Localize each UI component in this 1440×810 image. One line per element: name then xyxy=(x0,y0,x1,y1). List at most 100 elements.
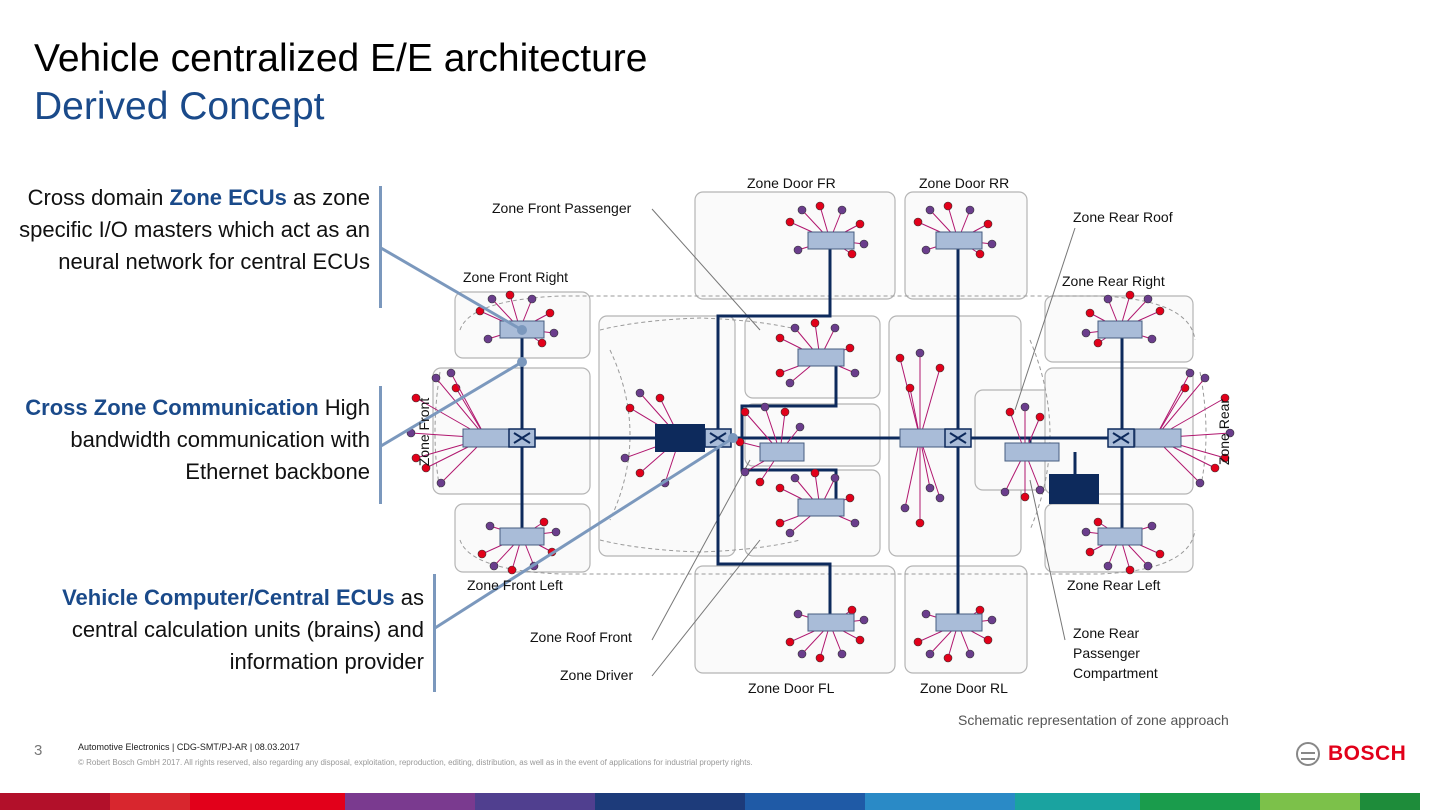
sensor-node xyxy=(620,453,630,463)
sensor-node xyxy=(815,653,825,663)
sensor-node xyxy=(845,493,855,503)
sensor-node xyxy=(905,383,915,393)
switch-icon xyxy=(949,432,967,444)
sensor-node xyxy=(935,363,945,373)
sensor-node xyxy=(1200,373,1210,383)
sensor-wire xyxy=(1154,377,1206,439)
diagram-caption: Schematic representation of zone approac… xyxy=(958,712,1229,728)
sensor-node xyxy=(785,528,795,538)
sensor-node xyxy=(740,467,750,477)
sensor-wire xyxy=(450,372,487,439)
callout-text: as central calculation units (brains) an… xyxy=(71,585,424,674)
sensor-node xyxy=(483,334,493,344)
label-zone-door-rr: Zone Door RR xyxy=(919,175,1010,191)
sensor-node xyxy=(925,483,935,493)
sensor-node xyxy=(915,518,925,528)
central-ecu xyxy=(1049,474,1099,504)
sensor-node xyxy=(549,328,559,338)
sensor-node xyxy=(965,205,975,215)
callout-line xyxy=(434,436,734,630)
sensor-node xyxy=(1155,306,1165,316)
sensor-node xyxy=(740,407,750,417)
sensor-node xyxy=(1103,294,1113,304)
sensor-node xyxy=(1081,328,1091,338)
callout-lines xyxy=(380,246,738,630)
sensor-node xyxy=(1093,338,1103,348)
zone-ecu xyxy=(935,613,983,632)
sensor-node xyxy=(1093,517,1103,527)
label-zone-rear-passenger: Zone Rear Passenger Compartment xyxy=(1073,625,1158,681)
sensor-node xyxy=(1220,393,1230,403)
zone-box xyxy=(694,191,896,300)
bosch-wordmark: BOSCH xyxy=(1328,742,1407,765)
sensor-node xyxy=(527,294,537,304)
sensor-node xyxy=(655,393,665,403)
central-vehicle-computer xyxy=(655,424,705,452)
sensor-node xyxy=(431,373,441,383)
label-zone-roof-front: Zone Roof Front xyxy=(530,629,632,645)
callout-emphasis: Cross Zone Communication xyxy=(25,395,319,420)
zone-ecu xyxy=(1097,527,1143,546)
callout-bar xyxy=(379,186,382,308)
label-zone-front-passenger: Zone Front Passenger xyxy=(492,200,632,216)
sensor-node xyxy=(1085,547,1095,557)
bosch-logo: BOSCH xyxy=(1296,742,1406,766)
sensor-node xyxy=(859,615,869,625)
sensor-node xyxy=(625,403,635,413)
zone-ecu xyxy=(1097,320,1143,339)
sensor-node xyxy=(780,407,790,417)
zone-ecu xyxy=(797,348,845,367)
sensor-node xyxy=(477,549,487,559)
sensor-node xyxy=(847,249,857,259)
sensor-node xyxy=(1143,561,1153,571)
sensor-node xyxy=(436,478,446,488)
label-zone-door-rl: Zone Door RL xyxy=(920,680,1008,696)
zone-ecu xyxy=(807,613,855,632)
zone-ecu xyxy=(499,527,545,546)
sensor-node xyxy=(1081,527,1091,537)
callout-endpoint xyxy=(517,325,527,335)
page-title: Vehicle centralized E/E architecture xyxy=(34,37,648,80)
sensor-node xyxy=(975,249,985,259)
sensor-node xyxy=(793,609,803,619)
sensor-node xyxy=(1195,478,1205,488)
footer-copyright: © Robert Bosch GmbH 2017. All rights res… xyxy=(78,758,753,767)
backbone-link xyxy=(740,358,838,438)
sensor-node xyxy=(1125,290,1135,300)
zone-ecu xyxy=(935,231,983,250)
label-pointers xyxy=(651,208,1076,677)
callout-central-ecus: Vehicle Computer/Central ECUs as central… xyxy=(20,582,424,678)
sensor-node xyxy=(913,637,923,647)
zone-ecu xyxy=(797,498,845,517)
page-subtitle: Derived Concept xyxy=(34,85,325,128)
sensor-node xyxy=(485,521,495,531)
sensor-node xyxy=(987,239,997,249)
callout-emphasis: Vehicle Computer/Central ECUs xyxy=(62,585,395,610)
sensor-node xyxy=(810,468,820,478)
sensor-node xyxy=(446,368,456,378)
sensor-node xyxy=(983,219,993,229)
sensor-wire xyxy=(899,357,921,439)
label-zone-door-fr: Zone Door FR xyxy=(747,175,836,191)
sensor-node xyxy=(1035,412,1045,422)
sensor-node xyxy=(921,245,931,255)
sensor-node xyxy=(815,201,825,211)
sensor-node xyxy=(943,201,953,211)
sensor-node xyxy=(551,527,561,537)
label-zone-rear-left: Zone Rear Left xyxy=(1067,577,1161,593)
sensor-node xyxy=(489,561,499,571)
zone-ecu xyxy=(1134,428,1182,448)
sensor-node xyxy=(987,615,997,625)
callout-cross-zone: Cross Zone Communication High bandwidth … xyxy=(10,392,370,488)
sensor-node xyxy=(539,517,549,527)
callout-line xyxy=(380,246,523,332)
switch-icon xyxy=(513,432,531,444)
sensor-node xyxy=(965,649,975,659)
callout-text: as zone specific I/O masters which act a… xyxy=(19,185,370,274)
sensor-node xyxy=(507,565,517,575)
sensor-node xyxy=(1147,334,1157,344)
sensor-wire xyxy=(435,377,487,439)
sensor-node xyxy=(760,402,770,412)
sensor-node xyxy=(855,635,865,645)
